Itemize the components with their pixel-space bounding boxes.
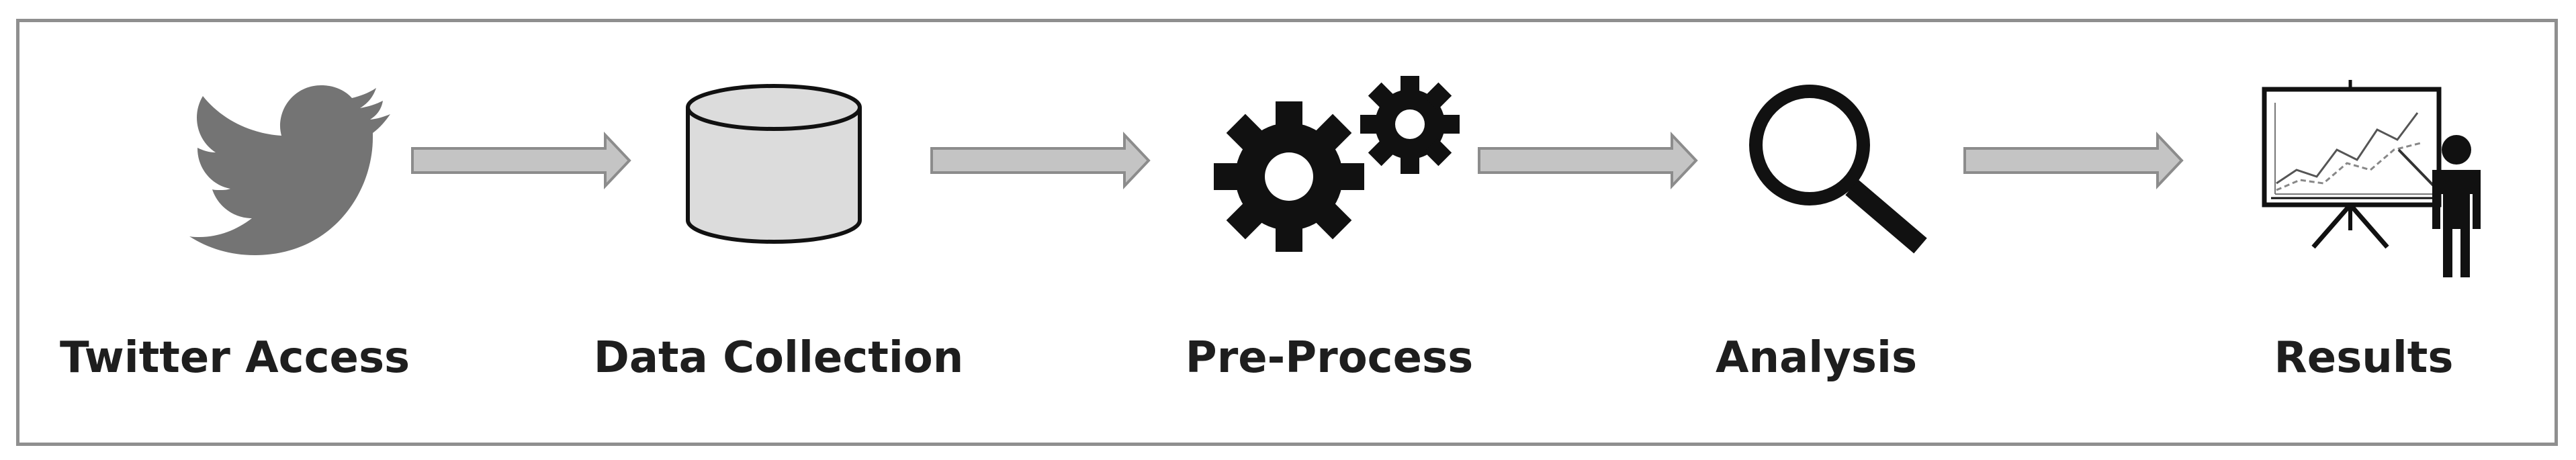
step-label-data-collection: Data Collection (593, 333, 964, 383)
gears-icon (1214, 76, 1460, 252)
flow-arrow-1 (411, 132, 631, 189)
step-label-results: Results (2274, 333, 2454, 383)
step-label-analysis: Analysis (1715, 333, 1918, 383)
twitter-bird-icon (189, 85, 390, 255)
flow-arrow-2 (930, 132, 1151, 189)
magnifying-glass-icon (1749, 85, 1927, 254)
flow-diagram-frame: Twitter Access Data Collection Pre-Proce… (16, 19, 2558, 446)
step-label-twitter-access: Twitter Access (60, 333, 410, 383)
flow-arrow-4 (1963, 132, 2184, 189)
presenter-chart-icon (2262, 80, 2481, 277)
flow-arrow-3 (1478, 132, 1698, 189)
step-label-pre-process: Pre-Process (1185, 333, 1474, 383)
database-cylinder-icon (686, 84, 862, 244)
